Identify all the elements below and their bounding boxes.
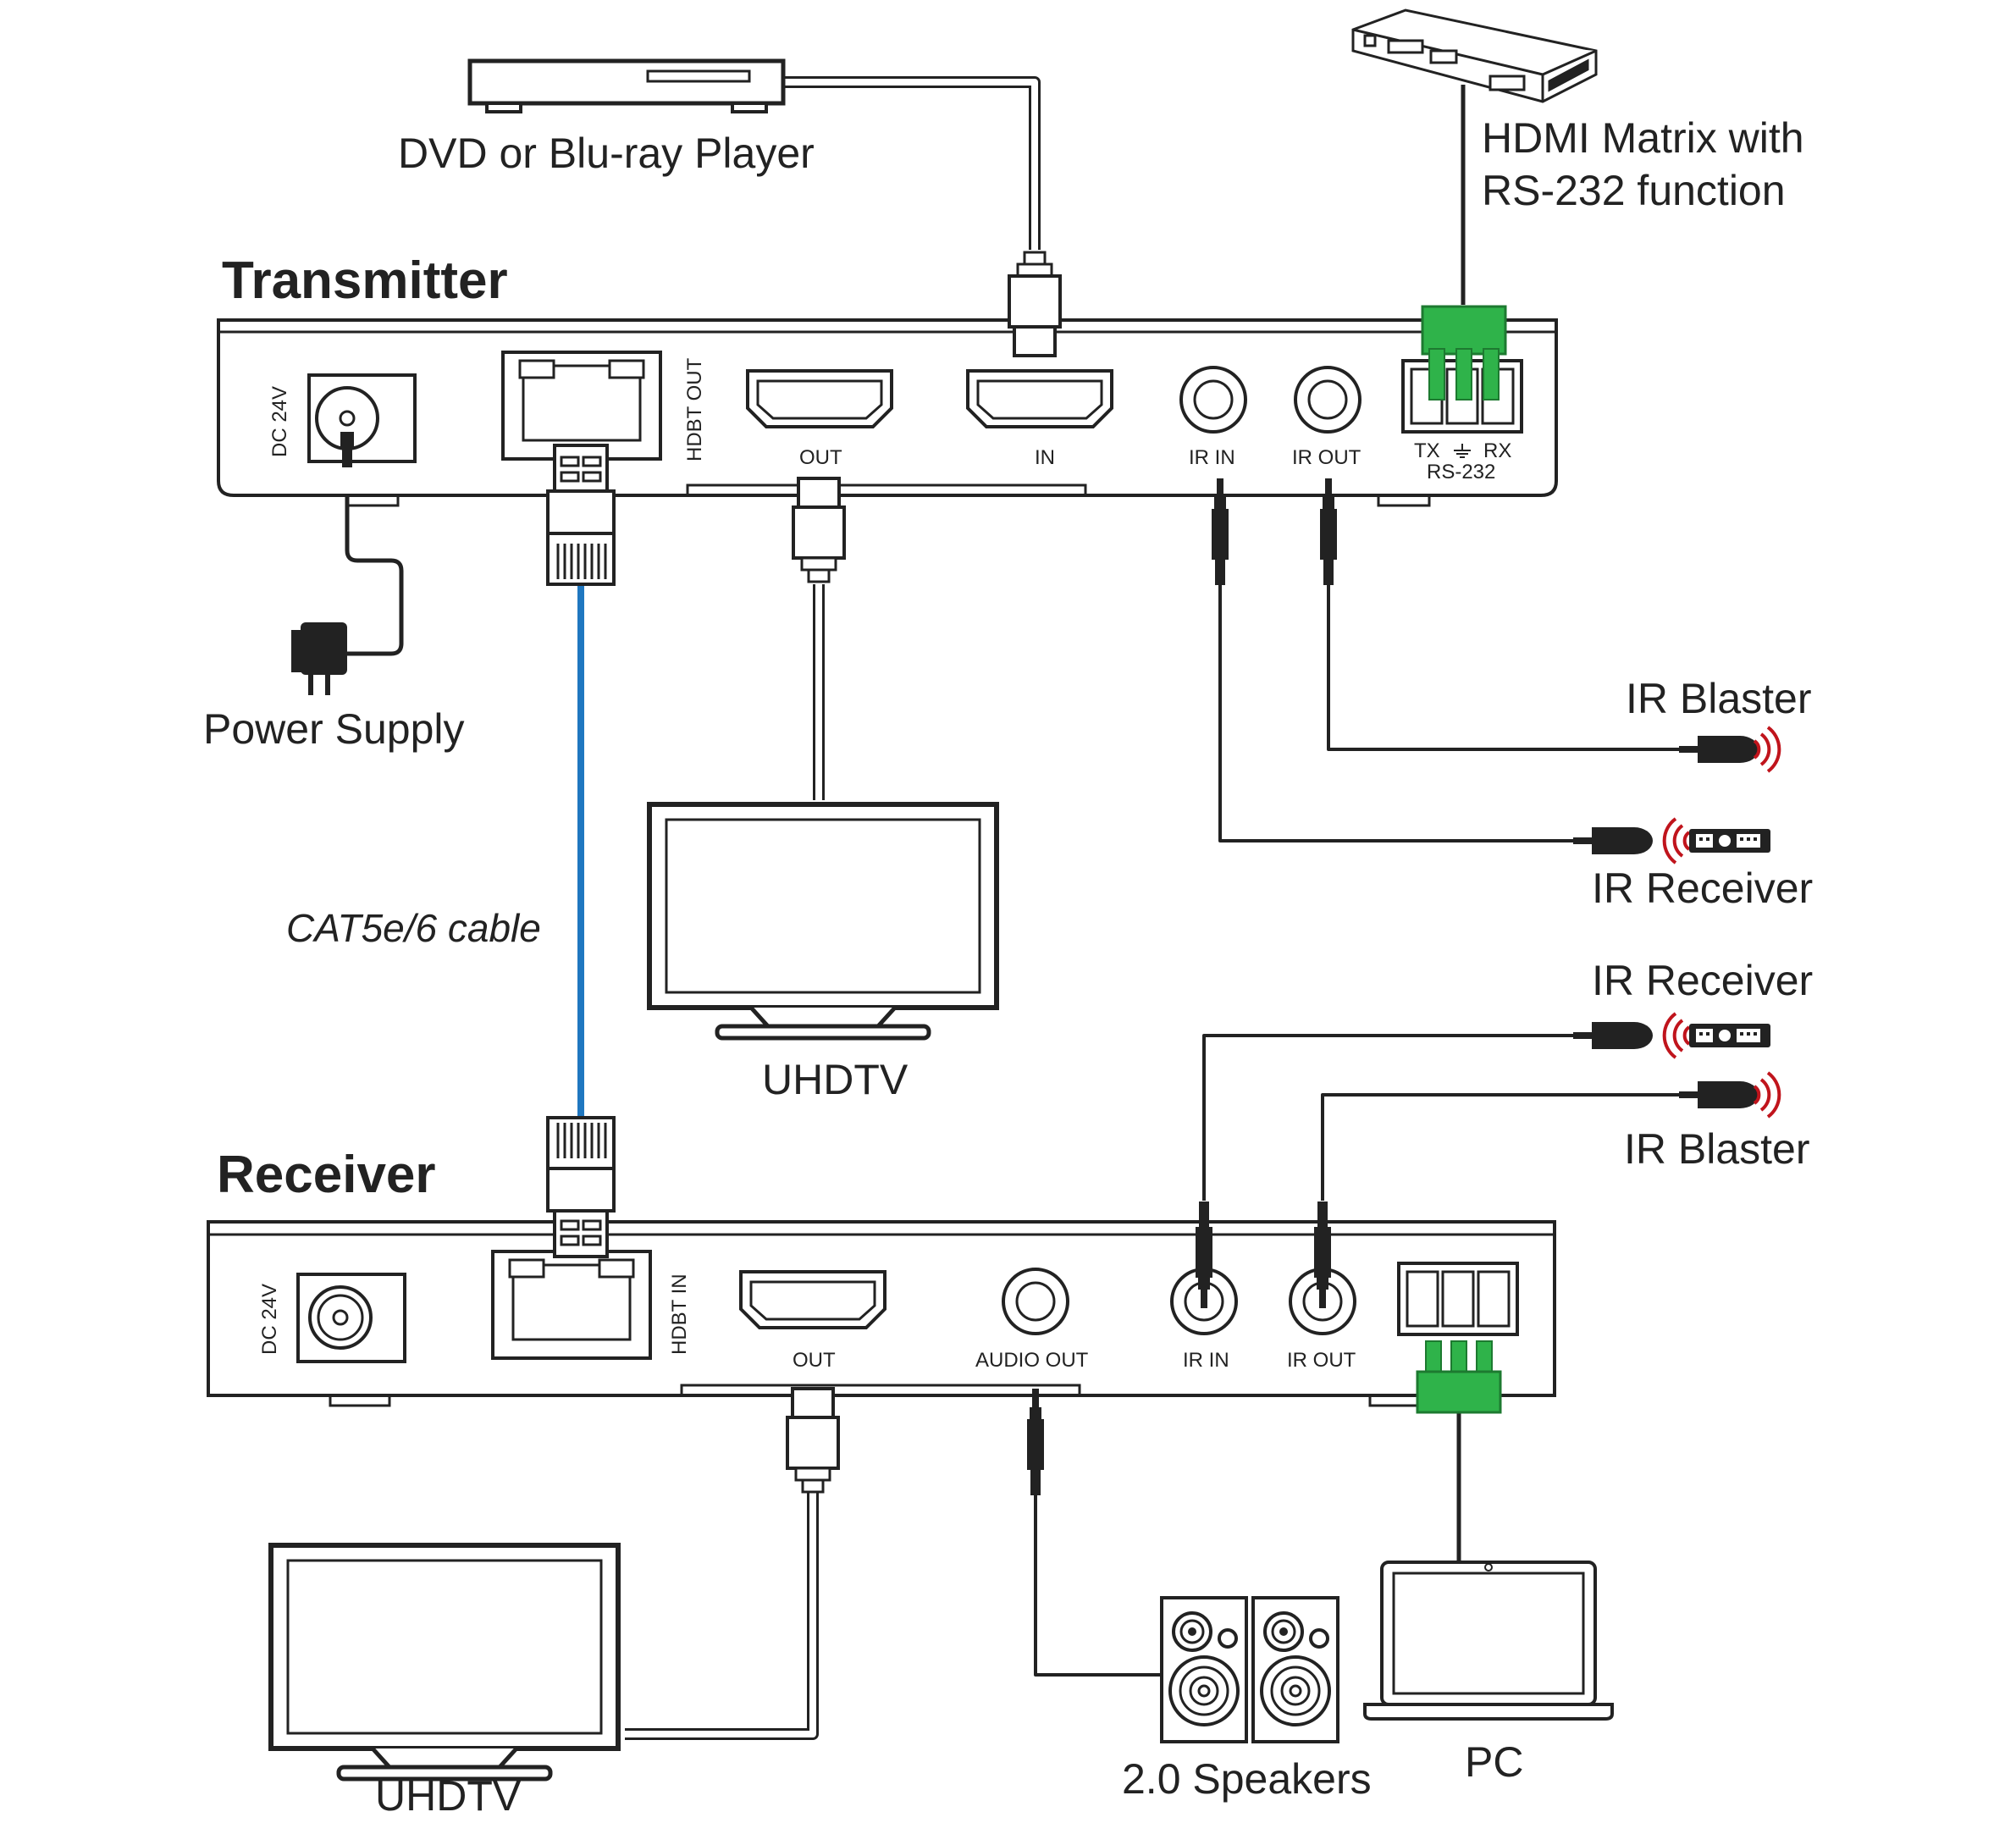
rx-ir-out-cable	[1321, 1093, 1681, 1201]
rx-hdmi-out-plug	[786, 1387, 840, 1494]
tx-hdmi-out-plug	[792, 477, 846, 583]
remote-control-icon	[1689, 1024, 1770, 1047]
tx-dc-port	[307, 373, 417, 463]
dvd-label: DVD or Blu-ray Player	[398, 130, 815, 177]
ir-wave-icon	[1753, 1071, 1781, 1119]
ir-blaster-rx-icon	[1679, 1081, 1759, 1108]
rx-audio-out-label: AUDIO OUT	[975, 1349, 1089, 1372]
matrix-label-line1: HDMI Matrix with	[1482, 114, 1804, 162]
rx-hdbt-plug	[546, 1116, 616, 1258]
tx-hdmi-in-port	[966, 369, 1113, 428]
uhdtv-tx	[649, 804, 997, 1038]
tx-hdmi-out-port	[746, 369, 893, 428]
receiver-title: Receiver	[217, 1146, 436, 1204]
tx-rs232-tx-label: TX	[1414, 439, 1440, 462]
ir-receiver-rx-icon	[1573, 1022, 1653, 1049]
rx-dc-label: DC 24V	[258, 1284, 281, 1355]
transmitter-title: Transmitter	[222, 251, 508, 310]
ir-wave-icon	[1662, 1012, 1691, 1059]
tx-ir-out-port	[1294, 366, 1361, 434]
ir-wave-icon	[1662, 817, 1691, 865]
cat-cable-label: CAT5e/6 cable	[286, 906, 541, 950]
power-cable	[345, 466, 404, 656]
dvd-hdmi-cable	[783, 76, 1041, 250]
rx-ir-out-label: IR OUT	[1287, 1349, 1356, 1372]
tx-ir-out-cable	[1327, 584, 1681, 751]
power-supply-label: Power Supply	[203, 705, 465, 753]
ir-receiver-rx-label: IR Receiver	[1592, 957, 1813, 1004]
rx-hdbt-label: HDBT IN	[668, 1273, 691, 1355]
pc-label: PC	[1465, 1738, 1523, 1786]
ir-blaster-tx-icon	[1679, 736, 1759, 763]
tx-hdbt-label: HDBT OUT	[683, 357, 706, 461]
uhdtv-tx-label: UHDTV	[762, 1056, 909, 1103]
rx-audio-cable	[1034, 1465, 1161, 1677]
tx-ir-in-port	[1179, 366, 1247, 434]
power-supply-adapter	[291, 622, 347, 695]
cables	[345, 76, 1681, 1740]
tx-hdmi-in-plug	[1008, 251, 1062, 357]
uhdtv-rx	[271, 1545, 618, 1779]
ir-blaster-tx-label: IR Blaster	[1626, 675, 1812, 722]
tx-dc-label: DC 24V	[268, 386, 291, 457]
tx-ir-out-label: IR OUT	[1292, 446, 1361, 469]
rx-uhdtv-cable	[625, 1473, 819, 1740]
remote-control-icon	[1689, 829, 1770, 853]
speaker-right	[1251, 1596, 1339, 1743]
rx-ir-in-label: IR IN	[1183, 1349, 1229, 1372]
speakers-label: 2.0 Speakers	[1122, 1755, 1372, 1803]
rx-hdmi-out-label: OUT	[793, 1349, 836, 1372]
tx-hdbt-plug	[546, 444, 616, 586]
pc-laptop	[1363, 1561, 1614, 1721]
tx-rs232-terminal-block	[1421, 305, 1507, 401]
rx-ir-in-cable	[1202, 1034, 1575, 1201]
ir-receiver-tx-icon	[1573, 827, 1653, 854]
dvd-player	[467, 58, 786, 113]
tx-hdbt-port	[501, 351, 662, 461]
rx-hdmi-out-port	[739, 1270, 886, 1329]
tx-hdmi-in-label: IN	[1035, 446, 1055, 469]
rx-audio-out-port	[1002, 1268, 1069, 1335]
rx-rs232-port	[1397, 1262, 1519, 1336]
rx-dc-port	[296, 1273, 406, 1363]
tx-rs232-name-label: RS-232	[1427, 461, 1495, 483]
ir-wave-icon	[1753, 726, 1781, 773]
ir-blaster-rx-label: IR Blaster	[1624, 1125, 1810, 1173]
tx-dc-plug	[340, 432, 354, 467]
tx-rs232-rx-label: RX	[1483, 439, 1511, 462]
tx-hdmi-out-label: OUT	[799, 446, 842, 469]
tx-ir-in-cable	[1218, 584, 1575, 842]
tx-ir-in-label: IR IN	[1189, 446, 1235, 469]
rx-audio-out-plug	[1027, 1389, 1044, 1495]
ground-icon	[1454, 444, 1471, 458]
speaker-left	[1160, 1596, 1248, 1743]
rx-rs232-terminal-block	[1416, 1340, 1502, 1414]
hdmi-matrix	[1351, 8, 1598, 103]
rx-hdbt-port	[491, 1250, 652, 1360]
matrix-label-line2: RS-232 function	[1482, 167, 1786, 214]
ir-receiver-tx-label: IR Receiver	[1592, 865, 1813, 912]
uhdtv-rx-label: UHDTV	[375, 1772, 522, 1820]
